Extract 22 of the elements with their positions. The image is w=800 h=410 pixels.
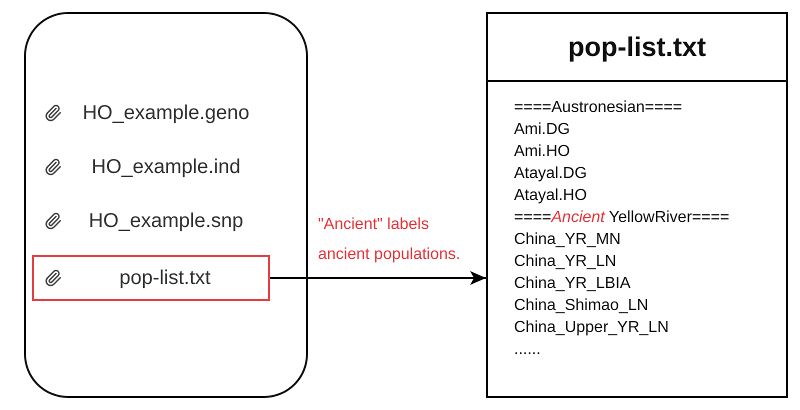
list-line: ...... [514,340,541,360]
list-line: Ami.HO [514,142,570,162]
list-line: China_YR_LN [514,252,616,272]
file-name: pop-list.txt [119,266,211,290]
list-line: China_Shimao_LN [514,296,648,316]
list-line: ====Austronesian==== [514,98,682,118]
list-line: China_Upper_YR_LN [514,318,669,338]
list-line: Ami.DG [514,120,570,140]
highlight-frame [32,255,270,301]
file-name: HO_example.snp [88,210,244,232]
list-line: China_YR_LBIA [514,274,631,294]
arrow [270,271,486,285]
file-name: HO_example.ind [92,156,240,178]
file-name: HO_example.geno [82,102,250,124]
annotation-note: "Ancient" labels ancient populations. [318,215,462,265]
list-line: ====Ancient YellowRiver==== [514,208,730,228]
rounded-panel [24,12,308,398]
file-card [486,12,788,398]
list-line: Atayal.HO [514,186,587,206]
card-title: pop-list.txt [568,32,706,62]
list-line: China_YR_MN [514,230,621,250]
list-line: Atayal.DG [514,164,587,184]
